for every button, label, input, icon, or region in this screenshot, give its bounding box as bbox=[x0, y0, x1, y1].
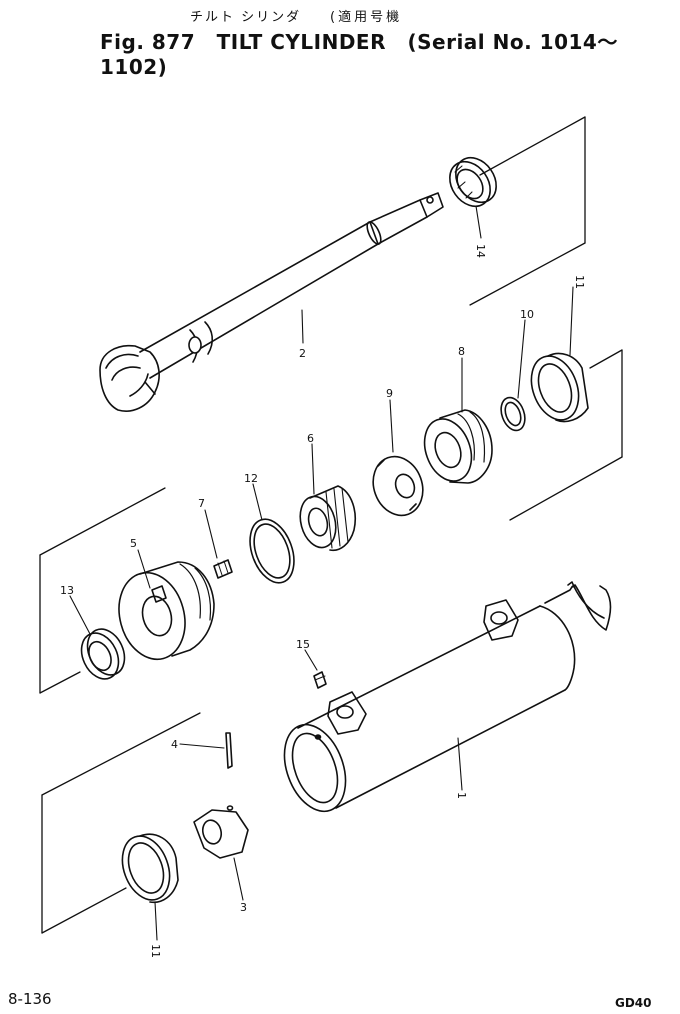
callout-3: 3 bbox=[240, 901, 247, 914]
callout-12: 12 bbox=[244, 472, 258, 485]
set-screw-part-7 bbox=[213, 559, 233, 579]
callout-6: 6 bbox=[307, 432, 314, 445]
callout-11-upper: 11 bbox=[573, 275, 586, 289]
callout-1: 1 bbox=[455, 792, 468, 799]
callout-7: 7 bbox=[198, 497, 205, 510]
callout-numbers: 2 14 11 10 8 9 6 12 7 5 13 15 4 1 3 11 bbox=[60, 244, 586, 958]
bushing-ring-part-11-lower bbox=[121, 833, 179, 904]
callout-4: 4 bbox=[171, 738, 178, 751]
cylinder-head-part-5 bbox=[118, 561, 215, 661]
callout-15: 15 bbox=[296, 638, 310, 651]
callout-9: 9 bbox=[386, 387, 393, 400]
callout-10: 10 bbox=[520, 308, 534, 321]
callout-11-lower: 11 bbox=[149, 944, 162, 958]
callout-14: 14 bbox=[474, 244, 487, 258]
o-ring-part-10 bbox=[500, 396, 526, 432]
nut-part-6 bbox=[299, 485, 356, 552]
page-number: 8-136 bbox=[8, 990, 52, 1008]
part-name: TILT CYLINDER bbox=[216, 30, 386, 54]
pin-part-4 bbox=[225, 732, 233, 769]
o-ring-part-12 bbox=[249, 518, 295, 584]
serial-range: (Serial No. 1014～1102) bbox=[100, 30, 618, 79]
cylinder-tube-part-1 bbox=[283, 581, 612, 813]
callout-5: 5 bbox=[130, 537, 137, 550]
bushing-ring-part-11-upper bbox=[530, 352, 589, 423]
perspective-frame-lines bbox=[39, 116, 623, 934]
callout-13: 13 bbox=[60, 584, 74, 597]
figure-number: Fig. 877 bbox=[100, 30, 196, 54]
figure-title: Fig. 877 TILT CYLINDER (Serial No. 1014～… bbox=[100, 26, 680, 79]
callout-2: 2 bbox=[299, 347, 306, 360]
callout-8: 8 bbox=[458, 345, 465, 358]
grease-fitting-part-15 bbox=[313, 671, 327, 689]
japanese-applicable-label: (適用号機 bbox=[330, 10, 403, 25]
wiper-seal-part-14 bbox=[449, 156, 497, 208]
spacer-part-9 bbox=[372, 455, 424, 517]
piston-part-8 bbox=[423, 409, 493, 484]
piston-rod-part-2 bbox=[99, 192, 444, 412]
model-code: GD40 bbox=[615, 996, 652, 1010]
hex-nut-part-3 bbox=[193, 805, 249, 859]
leader-lines bbox=[69, 205, 574, 941]
japanese-title: チルト シリンダ bbox=[190, 10, 302, 25]
